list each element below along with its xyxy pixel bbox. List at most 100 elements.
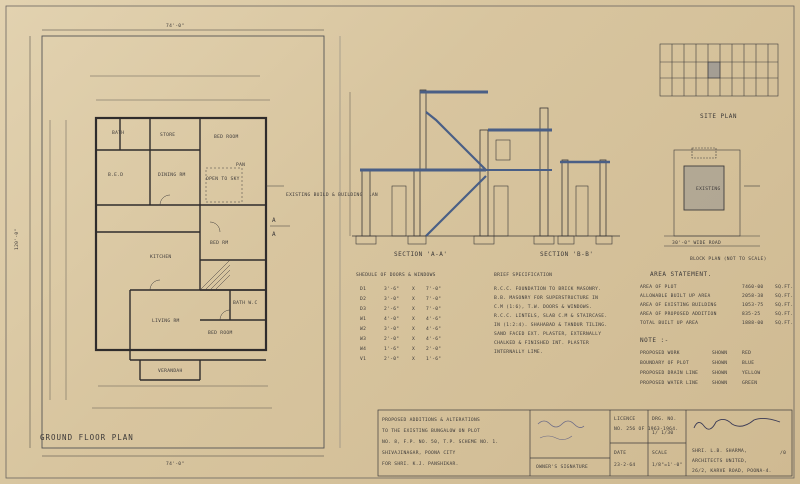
- schedule-title: SHEDULE OF DOORS & WINDOWS: [356, 272, 436, 278]
- schedule-row-2-h: 7'-0": [426, 306, 441, 312]
- drg-no-value: 1/ 1/30: [652, 430, 673, 436]
- title-block-text: PROPOSED ADDITIONS & ALTERATIONS TO THE …: [382, 416, 786, 474]
- architect-line: 26/2, KARVE ROAD, POONA-4.: [692, 468, 772, 474]
- schedule-row-2-w: 2'-6": [384, 306, 399, 312]
- schedule-row-6-id: W4: [360, 346, 366, 352]
- date-label: DATE: [614, 450, 626, 456]
- spec-line: C.M (1:6), T.W. DOORS & WINDOWS.: [494, 304, 592, 310]
- schedule-row-2-x: X: [412, 306, 415, 312]
- svg-text:YELLOW: YELLOW: [742, 370, 760, 376]
- schedule-row-1-id: D2: [360, 296, 366, 302]
- schedule-row-4-h: 4'-6": [426, 326, 441, 332]
- spec-line: IN (1:2:4). SHAHABAD & TANDUR TILING.: [494, 322, 607, 328]
- owner-signature-label: OWNER'S SIGNATURE: [536, 464, 588, 470]
- owner-signature-scribble-2: [539, 435, 573, 440]
- svg-text:GREEN: GREEN: [742, 380, 757, 386]
- overall-width-top: 74'-0": [166, 23, 184, 29]
- existing-bldg-note: EXISTING BUILD & BUILDING PLAN: [286, 192, 378, 198]
- title-line: TO THE EXISTING BUNGALOW ON PLOT: [382, 428, 480, 434]
- architect-signature-scribble: [693, 417, 781, 430]
- area-row-unit: SQ.FT.: [775, 284, 793, 290]
- room-verandah: VERANDAH: [158, 368, 183, 374]
- road-label: 30'-0" WIDE ROAD: [672, 240, 721, 246]
- room-living: LIVING RM: [152, 318, 180, 324]
- overall-depth: 120'-0": [14, 229, 20, 250]
- owner-signature-scribble: [537, 420, 585, 428]
- spec-line: B.B. MASONRY FOR SUPERSTRUCTURE IN: [494, 295, 598, 301]
- room-dining: DINING RM: [158, 172, 186, 178]
- title-line: SHIVAJINAGAR, POONA CITY: [382, 450, 456, 456]
- schedule-table: D1 3'-6" X 7'-0" D2 3'-0" X 7'-0" D3 2'-…: [360, 286, 441, 362]
- licence-value: NO. 256 OF 1963-1964.: [614, 426, 678, 432]
- title-line: PROPOSED ADDITIONS & ALTERATIONS: [382, 417, 480, 423]
- title-line: NO. 8, F.P. NO. 50, T.P. SCHEME NO. 1.: [382, 439, 499, 445]
- area-row-label: AREA OF PLOT: [640, 284, 677, 290]
- schedule-row-5-w: 2'-0": [384, 336, 399, 342]
- title-line: FOR SHRI. K.J. PANSHIKAR.: [382, 461, 459, 467]
- svg-text:A: A: [272, 217, 276, 224]
- room-bath: BATH: [112, 130, 124, 136]
- svg-text:SHOWN: SHOWN: [712, 370, 727, 376]
- section-bb: [557, 159, 620, 245]
- area-row-label: TOTAL BUILT UP AREA: [640, 320, 698, 326]
- svg-text:PROPOSED DRAIN LINE: PROPOSED DRAIN LINE: [640, 370, 698, 376]
- spec-line: INTERNALLY LIME.: [494, 349, 543, 355]
- schedule-row-5-h: 4'-6": [426, 336, 441, 342]
- svg-text:PROPOSED WATER LINE: PROPOSED WATER LINE: [640, 380, 698, 386]
- room-store: STORE: [160, 132, 175, 138]
- note-title: NOTE :-: [640, 337, 669, 344]
- block-plan-title: BLOCK PLAN (NOT TO SCALE): [690, 256, 767, 262]
- spec-line: CHALKED & FINISHED INT. PLASTER: [494, 340, 589, 346]
- room-bed-room-2: BED RM: [210, 240, 228, 246]
- svg-text:SHOWN: SHOWN: [712, 380, 727, 386]
- block-plan: [664, 147, 760, 247]
- area-row-unit: SQ.FT.: [775, 302, 793, 308]
- architect-line: ARCHITECTS UNITED,: [692, 458, 747, 464]
- schedule-row-0-h: 7'-0": [426, 286, 441, 292]
- section-bb-title: SECTION 'B-B': [540, 251, 593, 258]
- area-row-unit: SQ.FT.: [775, 293, 793, 299]
- schedule-row-7-h: 1'-6": [426, 356, 441, 362]
- svg-text:SHOWN: SHOWN: [712, 350, 727, 356]
- area-row-label: AREA OF PROPOSED ADDITION: [640, 311, 717, 317]
- spec-line: R.C.C. LINTELS, SLAB C.M & STAIRCASE.: [494, 313, 607, 319]
- schedule-row-0-w: 3'-6": [384, 286, 399, 292]
- area-row-label: AREA OF EXISTING BUILDING: [640, 302, 717, 308]
- schedule-row-6-x: X: [412, 346, 415, 352]
- room-open-to-sky: OPEN TO SKY: [206, 176, 240, 182]
- schedule-row-5-x: X: [412, 336, 415, 342]
- schedule-row-3-w: 4'-0": [384, 316, 399, 322]
- spec-title: BRIEF SPECIFICATION: [494, 272, 552, 278]
- spec-lines: R.C.C. FOUNDATION TO BRICK MASONRY. B.B.…: [494, 286, 607, 355]
- scale-value: 1/8"=1'-0": [652, 462, 683, 468]
- spec-line: SAND FACED EXT. PLASTER, EXTERNALLY: [494, 331, 601, 337]
- schedule-row-4-x: X: [412, 326, 415, 332]
- area-table: AREA OF PLOT 7460-00 SQ.FT. ALLOWABLE BU…: [640, 284, 793, 326]
- room-pantry: PAN: [236, 162, 245, 168]
- schedule-row-7-id: V1: [360, 356, 366, 362]
- svg-text:PROPOSED WORK: PROPOSED WORK: [640, 350, 680, 356]
- site-plan-title: SITE PLAN: [700, 113, 737, 120]
- area-row-value: 1053-75: [742, 302, 763, 308]
- room-bed: B.E.D: [108, 172, 123, 178]
- schedule-row-3-h: 4'-6": [426, 316, 441, 322]
- schedule-row-4-w: 3'-0": [384, 326, 399, 332]
- archive-number: /0: [780, 450, 786, 456]
- title-block: [377, 409, 793, 477]
- section-aa-title: SECTION 'A-A': [394, 251, 447, 258]
- sheet-border: [5, 5, 795, 479]
- schedule-row-6-w: 1'-6": [384, 346, 399, 352]
- room-bed-room-1: BED ROOM: [214, 134, 239, 140]
- schedule-row-0-x: X: [412, 286, 415, 292]
- section-aa: [349, 89, 560, 245]
- ground-floor-plan: A A: [29, 29, 341, 457]
- area-row-label: ALLOWABLE BUILT UP AREA: [640, 293, 711, 299]
- room-bath-wc: BATH W.C: [233, 300, 258, 306]
- schedule-row-1-h: 7'-0": [426, 296, 441, 302]
- site-plan: [659, 43, 779, 97]
- svg-text:BLUE: BLUE: [742, 360, 754, 366]
- area-row-value: 7460-00: [742, 284, 763, 290]
- area-row-unit: SQ.FT.: [775, 320, 793, 326]
- date-value: 23-2-64: [614, 462, 635, 468]
